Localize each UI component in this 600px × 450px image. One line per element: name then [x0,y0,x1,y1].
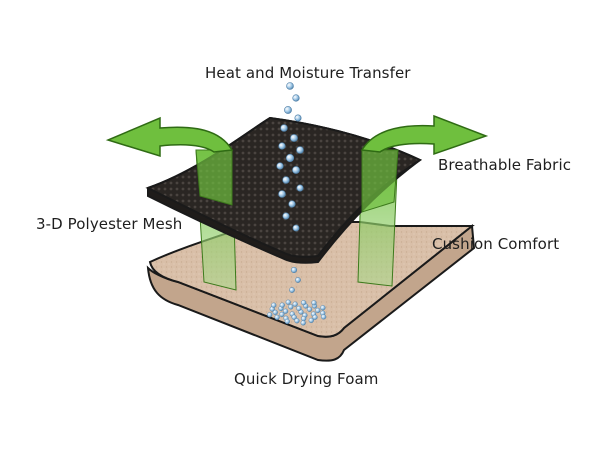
droplet [290,134,298,142]
droplet [278,190,286,198]
droplet [294,114,302,122]
pooled-droplet [296,305,302,312]
droplet [292,166,300,174]
pooled-droplet [315,307,321,313]
droplet [296,184,304,192]
pooled-droplet [271,302,277,308]
droplet [292,94,300,102]
pooled-droplet [301,300,307,306]
pooled-droplet [312,314,318,320]
droplet [296,146,304,154]
pooled-droplet [294,318,300,324]
droplet [284,106,292,114]
pooled-droplet [301,316,307,322]
moisture-pool [267,299,327,326]
pooled-droplet [279,311,285,318]
pooled-droplet [292,301,298,307]
pooled-droplet [282,308,289,314]
droplet [289,287,295,293]
pooled-droplet [267,312,273,318]
arrow-left-icon [105,116,234,158]
pooled-droplet [285,299,291,305]
droplet [288,200,296,208]
moisture-droplets [276,82,304,293]
pooled-droplet [306,306,313,312]
pooled-droplet [291,314,297,320]
droplet [278,142,286,150]
pooled-droplet [272,309,278,315]
droplet [292,224,300,232]
pooled-droplet [308,317,314,324]
pooled-droplet [320,314,327,320]
cushion-comfort-label: Cushion Comfort [432,235,560,253]
droplet [290,266,298,274]
droplet [286,82,294,90]
airflow-column-right-top [361,149,399,213]
pooled-droplet [279,302,285,308]
droplet [282,176,290,184]
pooled-droplet [320,305,326,311]
airflow-arrows [105,114,489,213]
heat-moisture-label: Heat and Moisture Transfer [205,64,411,82]
breathable-fabric-label: Breathable Fabric [438,156,572,174]
droplet [295,277,301,283]
droplet [285,153,295,163]
pooled-droplet [300,320,306,326]
airflow-column-left-top [195,149,233,206]
pooled-droplet [274,314,280,320]
pooled-droplet [288,304,294,310]
quick-drying-foam-label: Quick Drying Foam [234,370,379,388]
droplet [282,212,290,220]
pooled-droplet [311,300,317,306]
pooled-droplet [284,318,290,325]
droplet [280,124,288,132]
droplet [276,162,284,170]
polyester-mesh-label: 3-D Polyester Mesh [36,215,183,233]
arrow-right-icon [360,114,489,156]
